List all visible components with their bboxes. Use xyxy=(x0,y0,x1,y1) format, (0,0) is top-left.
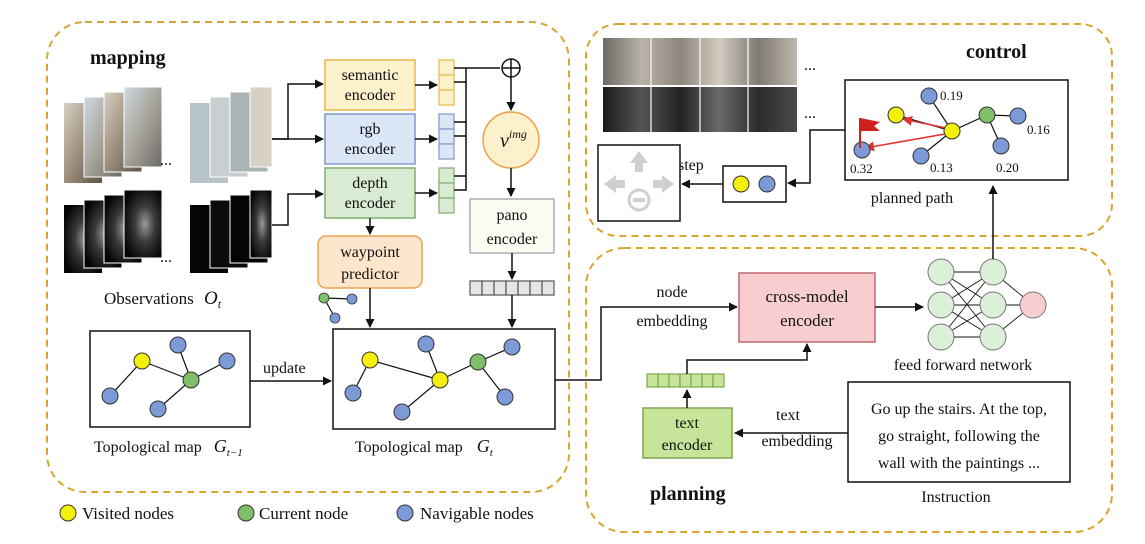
waypoint-mini-graph-icon xyxy=(318,292,358,324)
score-0.20: 0.20 xyxy=(996,160,1019,175)
topological-map-current-label: Topological map Gt xyxy=(355,436,494,459)
node-embedding-label-line1: node xyxy=(656,284,687,301)
encoder-output-arrows xyxy=(415,80,438,198)
svg-text:encoder: encoder xyxy=(487,231,538,248)
legend-navigable-label: Navigable nodes xyxy=(420,504,534,523)
text-vector-to-crossmodel-arrow xyxy=(686,343,812,374)
text-feature-vector xyxy=(646,373,725,388)
legend-current-swatch xyxy=(237,504,255,522)
score-0.19: 0.19 xyxy=(940,88,963,103)
planned-path-graph xyxy=(844,79,1069,181)
svg-text:predictor: predictor xyxy=(341,266,399,283)
svg-text:encoder: encoder xyxy=(345,195,396,212)
planned-path-to-nodes-arrow xyxy=(787,129,845,188)
control-section-border xyxy=(585,23,1113,237)
observation-to-encoder-arrows xyxy=(272,79,324,226)
mapping-title: mapping xyxy=(90,47,166,69)
score-0.32: 0.32 xyxy=(850,161,873,176)
planning-section-border xyxy=(585,247,1113,533)
svg-text:pano: pano xyxy=(496,207,527,224)
pano-top-ellipsis: ... xyxy=(804,57,816,74)
svg-text:text: text xyxy=(675,415,700,432)
svg-text:go straight, following the: go straight, following the xyxy=(878,428,1040,445)
svg-text:encoder: encoder xyxy=(345,87,396,104)
rgb-observation-stack-2 xyxy=(190,86,273,183)
topological-map-previous-label: Topological map Gt−1 xyxy=(94,436,243,459)
semantic-encoder: semantic encoder xyxy=(324,59,416,111)
legend-visited-swatch xyxy=(59,504,77,522)
feed-forward-network xyxy=(927,258,1047,351)
text-embedding-label-line1: text xyxy=(776,407,801,424)
goal-flag-icon xyxy=(859,118,880,148)
score-0.16: 0.16 xyxy=(1027,122,1050,137)
pano-feature-vector xyxy=(469,280,555,296)
legend-visited-label: Visited nodes xyxy=(82,504,174,523)
concat-plus-symbol xyxy=(501,58,521,78)
text-encoder: text encoder xyxy=(642,407,733,459)
pano-bottom-ellipsis: ... xyxy=(804,105,816,122)
panorama-images xyxy=(603,38,797,132)
score-0.13: 0.13 xyxy=(930,160,953,175)
svg-text:encoder: encoder xyxy=(780,311,834,330)
feed-forward-network-label: feed forward network xyxy=(894,357,1033,374)
rgb-ellipsis: ... xyxy=(160,152,172,169)
rgb-feature-vector xyxy=(438,113,455,160)
mapping-section-border xyxy=(46,21,570,493)
depth-observation-stack-1 xyxy=(64,189,163,273)
svg-text:semantic: semantic xyxy=(342,67,399,84)
direction-pad-icon xyxy=(604,151,674,212)
legend: Visited nodes Current node Navigable nod… xyxy=(59,504,534,523)
svg-text:cross-model: cross-model xyxy=(765,287,848,306)
planning-title: planning xyxy=(650,483,726,505)
update-label: update xyxy=(263,360,306,377)
depth-encoder: depth encoder xyxy=(324,167,416,219)
step-label: step xyxy=(678,157,704,174)
svg-text:wall with the paintings ...: wall with the paintings ... xyxy=(878,455,1040,472)
map-to-crossmodel-arrow xyxy=(555,302,738,381)
depth-feature-vector xyxy=(438,167,455,214)
v-img-node: vimg xyxy=(482,111,540,169)
cross-model-encoder: cross-model encoder xyxy=(738,272,876,343)
feature-concat-lines xyxy=(454,67,500,191)
depth-observation-stack-2 xyxy=(190,189,273,273)
svg-text:Go up the stairs. At the top,: Go up the stairs. At the top, xyxy=(871,401,1047,418)
depth-ellipsis: ... xyxy=(160,249,172,266)
legend-current-label: Current node xyxy=(259,504,348,523)
waypoint-predictor: waypoint predictor xyxy=(317,235,423,289)
instruction-caption: Instruction xyxy=(921,489,990,506)
text-embedding-label-line2: embedding xyxy=(761,433,832,450)
svg-text:vimg: vimg xyxy=(500,127,527,152)
svg-text:encoder: encoder xyxy=(662,437,713,454)
rgb-observation-stack-1 xyxy=(64,86,163,183)
pano-encoder: pano encoder xyxy=(469,198,555,254)
semantic-feature-vector xyxy=(438,59,455,106)
topological-map-previous xyxy=(89,330,251,428)
control-title: control xyxy=(966,41,1027,63)
rgb-encoder: rgb encoder xyxy=(324,113,416,165)
action-control-box xyxy=(597,144,681,222)
node-embedding-label-line2: embedding xyxy=(636,313,707,330)
svg-text:rgb: rgb xyxy=(359,121,380,138)
svg-text:depth: depth xyxy=(352,175,388,192)
svg-text:waypoint: waypoint xyxy=(340,244,400,261)
selected-nodes-box xyxy=(722,165,787,203)
legend-navigable-swatch xyxy=(396,504,414,522)
topological-map-current xyxy=(332,328,556,430)
observations-label: Observations Ot xyxy=(104,288,222,311)
svg-text:encoder: encoder xyxy=(345,141,396,158)
planned-path-label: planned path xyxy=(871,190,953,207)
instruction-box: Go up the stairs. At the top, go straigh… xyxy=(847,381,1071,483)
